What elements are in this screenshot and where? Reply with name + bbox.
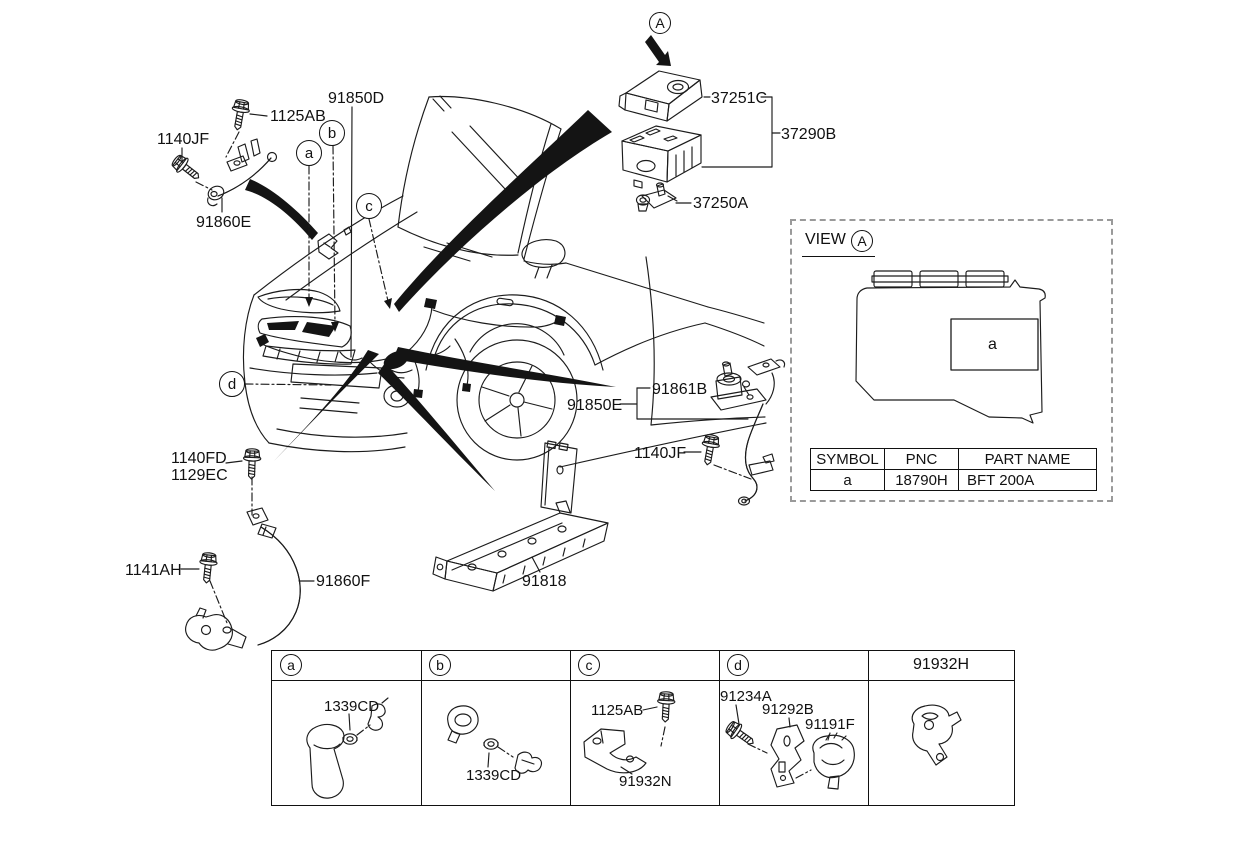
view-title-marker-letter: A: [857, 233, 867, 249]
legend-header-a-letter: a: [287, 657, 295, 673]
view-table-header-part-name: PART NAME: [984, 451, 1071, 468]
legend-label-91292b: 91292B: [762, 701, 814, 718]
ground-cable-91860f-drawing: [185, 507, 301, 651]
legend-label-91191f: 91191F: [805, 716, 855, 733]
legend-label-91932n: 91932N: [619, 773, 672, 790]
label-1140fd: 1140FD: [171, 450, 227, 467]
label-91818: 91818: [522, 573, 567, 590]
view-title-underline: [802, 256, 875, 257]
label-37250a: 37250A: [693, 195, 749, 212]
detail-a-arrow-icon: [645, 35, 671, 66]
legend-cell-a-drawing: [306, 697, 389, 799]
label-1141ah: 1141AH: [125, 562, 182, 579]
legend-header-91932h: 91932H: [912, 656, 970, 673]
terminal-91861b-drawing: [710, 358, 786, 411]
callout-b-letter: b: [327, 124, 337, 142]
view-symbol-table: SYMBOL PNC PART NAME a 18790H BFT 200A: [810, 448, 1097, 491]
label-1129ec: 1129EC: [171, 467, 228, 484]
legend-label-91234a: 91234A: [720, 688, 772, 705]
callout-d: d: [219, 371, 245, 397]
callout-a: a: [296, 140, 322, 166]
legend-divider: [570, 651, 572, 805]
label-91850d: 91850D: [328, 90, 385, 107]
view-table-cell-part-name: BFT 200A: [967, 472, 1035, 489]
view-a-detail-drawing: [855, 270, 1046, 424]
callout-d-letter: d: [227, 375, 237, 393]
callout-c: c: [356, 193, 382, 219]
callout-b: b: [319, 120, 345, 146]
view-table-cell-pnc: 18790H: [895, 472, 948, 489]
label-91861b: 91861B: [652, 381, 708, 398]
legend-header-c-letter: c: [585, 657, 593, 673]
legend-divider: [421, 651, 423, 805]
label-1125ab: 1125AB: [270, 108, 326, 125]
legend-divider: [719, 651, 721, 805]
view-table-header-symbol: SYMBOL: [816, 451, 879, 468]
bracket-91818-drawing: [432, 440, 609, 592]
legend-label-1339cd-b: 1339CD: [466, 767, 522, 784]
legend-cell-b-drawing: [447, 705, 543, 774]
legend-label-1339cd-a: 1339CD: [324, 698, 380, 715]
legend-divider: [868, 651, 870, 805]
view-table-header-pnc: PNC: [905, 451, 938, 468]
label-91860e: 91860E: [196, 214, 252, 231]
battery-cable-91850e-drawing: [737, 403, 775, 506]
view-drawing-symbol: a: [988, 336, 997, 353]
callout-c-letter: c: [365, 197, 373, 215]
label-91850e: 91850E: [567, 397, 623, 414]
legend-table: a b c d 91932H: [271, 650, 1015, 806]
legend-header-b: b: [429, 654, 451, 676]
legend-header-c: c: [578, 654, 600, 676]
pointer-swooshes: [245, 110, 616, 491]
callout-a-letter: a: [304, 144, 314, 162]
label-1140jf-left: 1140JF: [157, 131, 210, 148]
fusebox-tray-37290b-drawing: [621, 125, 702, 189]
cowl-clip-drawing: [317, 226, 352, 260]
label-37251c: 37251C: [711, 90, 768, 107]
leader-lines: [180, 96, 781, 624]
view-table-divider: [811, 469, 1096, 471]
legend-cell-c-drawing: [583, 690, 676, 775]
detail-marker-a: A: [649, 12, 671, 34]
legend-header-d: d: [727, 654, 749, 676]
battery-terminal-37250a-drawing: [635, 182, 678, 212]
engine-wiring-harness: [256, 298, 566, 398]
legend-header-a: a: [280, 654, 302, 676]
legend-header-d-letter: d: [734, 657, 742, 673]
legend-divider: [272, 680, 1014, 682]
fusebox-cover-37251c-drawing: [618, 70, 703, 122]
legend-label-1125ab-c: 1125AB: [591, 702, 644, 719]
label-91860f: 91860F: [316, 573, 371, 590]
legend-cell-d-drawing: [722, 704, 855, 790]
detail-marker-a-letter: A: [655, 15, 665, 31]
view-table-cell-symbol: a: [843, 472, 852, 489]
label-1140jf-right: 1140JF: [634, 445, 687, 462]
bracket-91860e-drawing: [207, 138, 278, 207]
view-title-marker: A: [851, 230, 873, 252]
legend-cell-e-drawing: [911, 704, 962, 766]
legend-header-b-letter: b: [436, 657, 444, 673]
label-37290b: 37290B: [781, 126, 837, 143]
view-title: VIEW: [805, 231, 846, 248]
view-a-box: [790, 219, 1113, 502]
